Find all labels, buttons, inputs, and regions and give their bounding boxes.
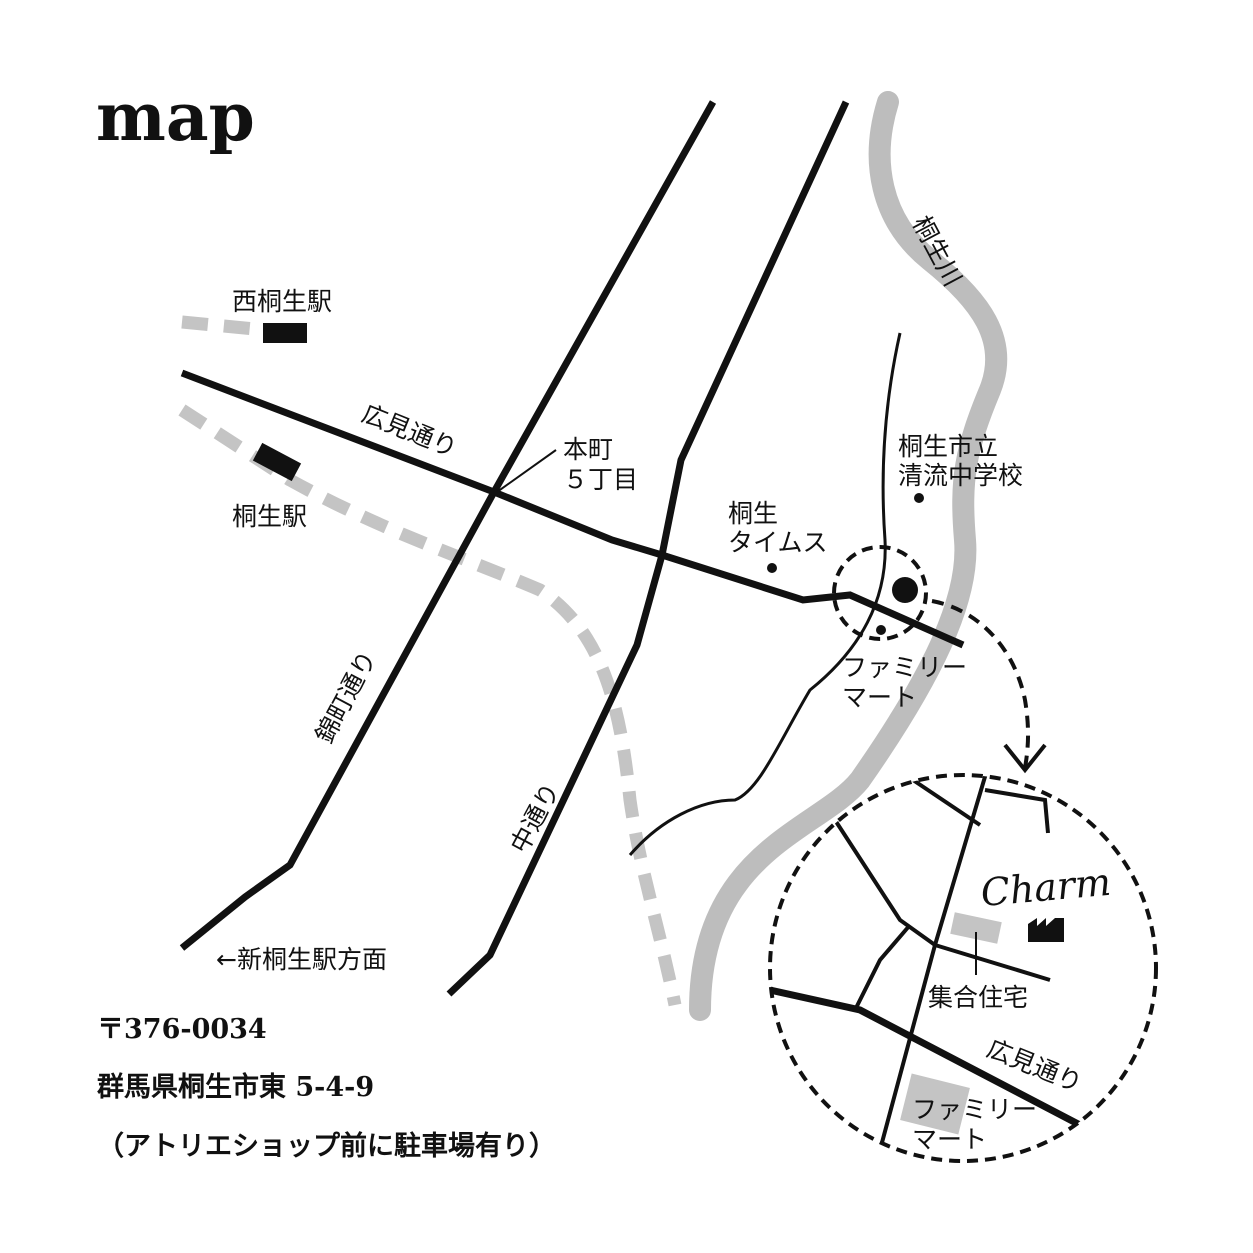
inset-circle [768,773,1158,1163]
familymart-label: ファミリー [842,653,967,682]
times-dot [767,563,777,573]
kiryu-station-label: 桐生駅 [232,502,307,531]
street-address: 群馬県桐生市東 5-4-9 [97,1071,374,1103]
railway-west [181,315,266,337]
hiromi-dori-label: 広見通り [358,399,462,463]
destination-area-circle [832,545,928,641]
nishikicho-dori-road [179,100,717,951]
station-icon [252,442,302,482]
inset-street-west [833,818,937,947]
parking-note: （アトリエショップ前に駐車場有り） [97,1130,556,1162]
station-icon [263,323,307,343]
school-label-2: 清流中学校 [898,461,1023,490]
arrow-icon [931,599,1031,769]
inset-street-parking [984,788,1050,834]
inset-familymart-label-2: マート [912,1125,987,1154]
destination-marker-icon [892,577,918,603]
familymart-dot [876,625,886,635]
naka-dori-road [446,100,850,997]
inset-hiromi-dori-road [770,986,1082,1129]
arrow-head-icon [1003,743,1047,774]
school-dot [914,493,924,503]
inset-apartment-block [950,912,1002,944]
inset-street-branch [853,923,912,1011]
times-label: 桐生 [728,499,778,528]
inset-hiromi-dori-label: 広見通り [983,1034,1087,1098]
inset-map: Charm 集合住宅 広見通り ファミリー マート [768,773,1158,1163]
page-title: map [96,78,255,156]
familymart-label-2: マート [842,683,917,712]
honcho-pointer [496,449,557,493]
railway-east [178,404,682,1007]
shin-kiryu-direction-label: ←新桐生駅方面 [216,945,387,974]
inset-familymart-block [900,1073,970,1135]
school-label: 桐生市立 [898,432,998,461]
inset-street-east [934,943,1051,982]
inset-apartment-label: 集合住宅 [928,983,1028,1012]
times-label-2: タイムス [728,528,828,557]
honcho-label: 本町 [563,435,613,464]
hiromi-dori-road [180,369,965,649]
factory-icon [1028,918,1064,942]
nishi-kiryu-station-label: 西桐生駅 [232,287,332,316]
charm-logo: Charm [979,860,1113,915]
postal-code: 〒376-0034 [97,1014,267,1045]
inset-familymart-label: ファミリー [912,1095,1037,1124]
inset-street-north [911,778,982,827]
honcho-label-2: ５丁目 [563,465,638,494]
kiryu-river [689,91,1008,1021]
thin-road-north [628,332,902,856]
nishikicho-dori-label: 錦町通り [310,646,383,748]
